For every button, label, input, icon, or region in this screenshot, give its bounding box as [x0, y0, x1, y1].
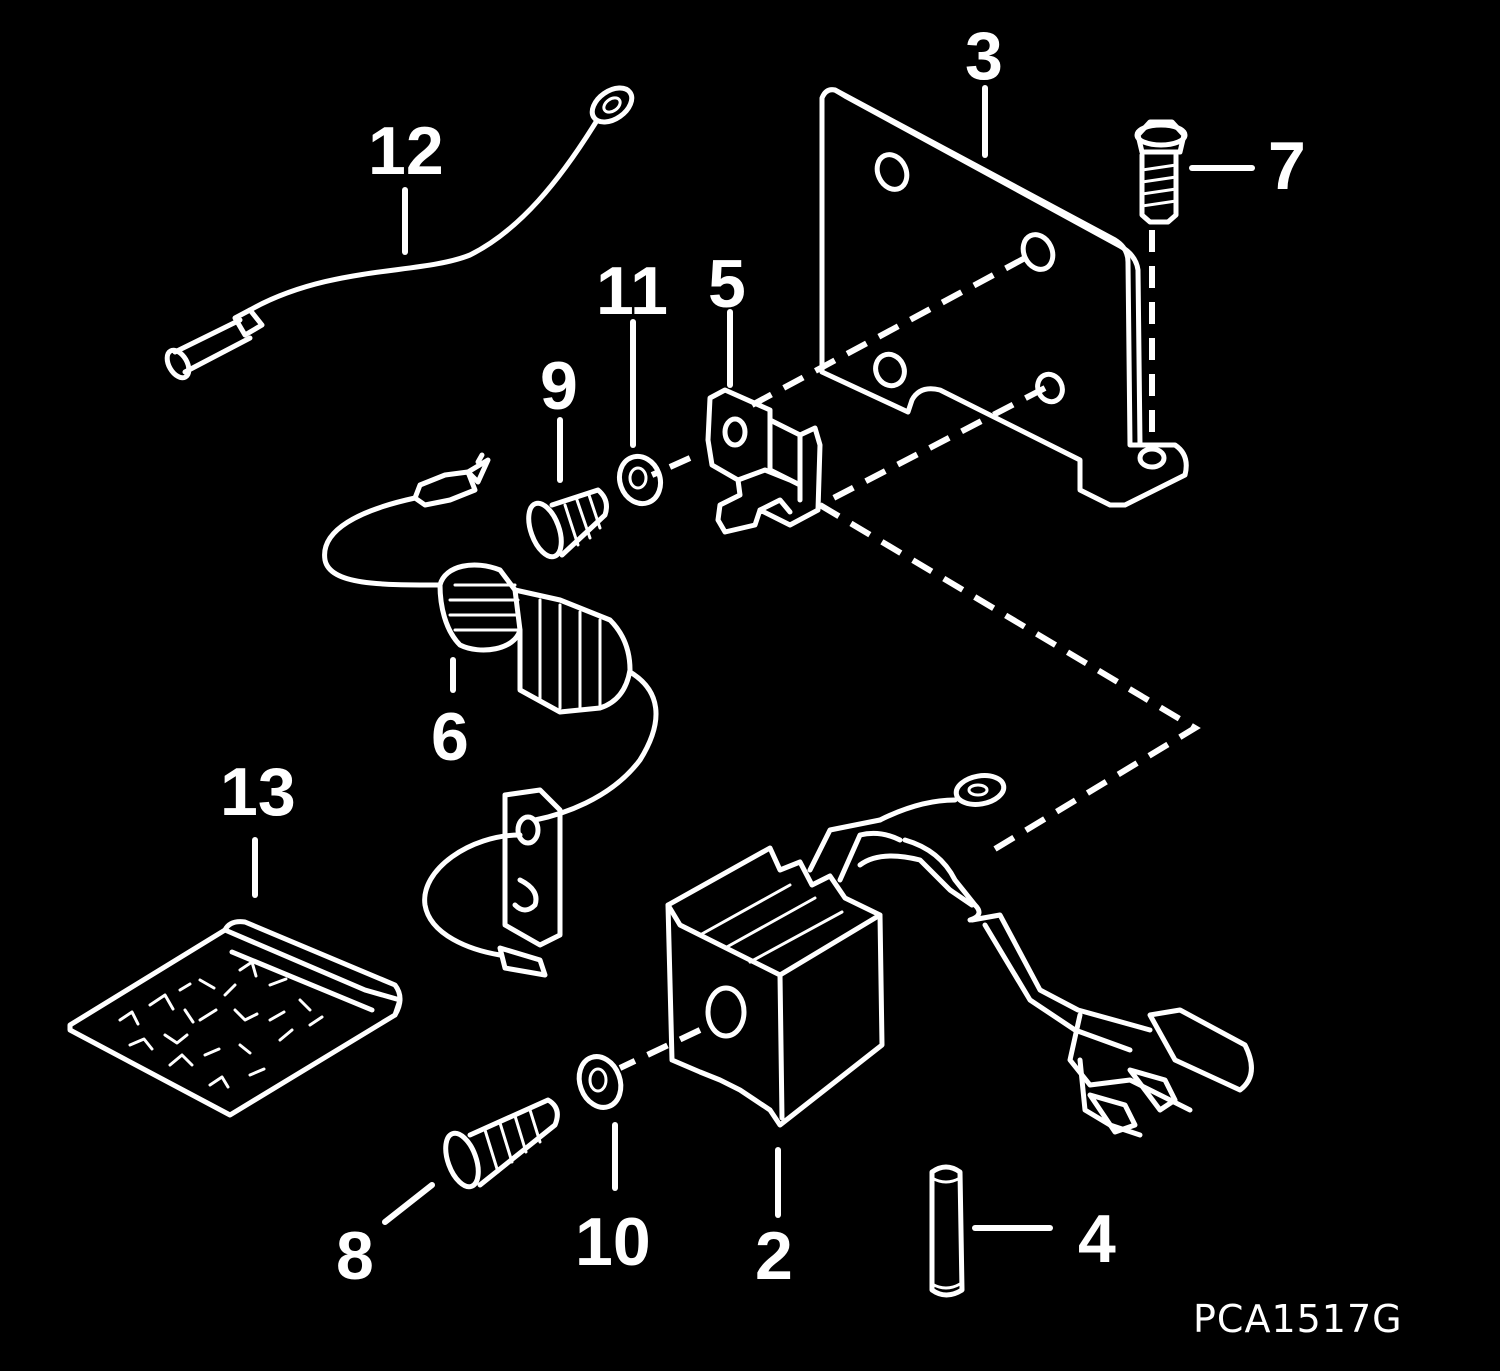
part-11-washer	[616, 453, 664, 507]
callout-9: 9	[540, 348, 578, 424]
assembly-dash-lines	[618, 230, 1201, 1071]
part-7-bolt	[1134, 119, 1188, 225]
callout-11: 11	[596, 253, 668, 329]
callout-4: 4	[1078, 1201, 1116, 1277]
figure-reference-code: PCA1517G	[1193, 1297, 1403, 1341]
callout-7: 7	[1268, 128, 1306, 204]
callout-5: 5	[708, 246, 746, 322]
part-8-screw	[443, 1097, 560, 1190]
part-2-rectifier	[665, 773, 1254, 1138]
part-4-sleeve	[929, 1164, 965, 1298]
part-13-bag	[67, 919, 403, 1118]
callout-8: 8	[336, 1218, 374, 1294]
callout-6: 6	[431, 699, 469, 775]
part-10-washer	[576, 1054, 624, 1110]
part-12-ground-wire	[164, 85, 635, 381]
part-6-condenser	[322, 452, 659, 978]
callout-leader-lines	[252, 85, 1255, 1231]
part-3-bracket	[819, 87, 1189, 508]
callout-3: 3	[965, 18, 1003, 94]
callout-13: 13	[220, 754, 296, 830]
part-9-screw	[526, 487, 609, 560]
part-5-clip	[705, 387, 823, 535]
callout-12: 12	[368, 113, 444, 189]
callout-10: 10	[575, 1204, 651, 1280]
callout-2: 2	[755, 1218, 793, 1294]
